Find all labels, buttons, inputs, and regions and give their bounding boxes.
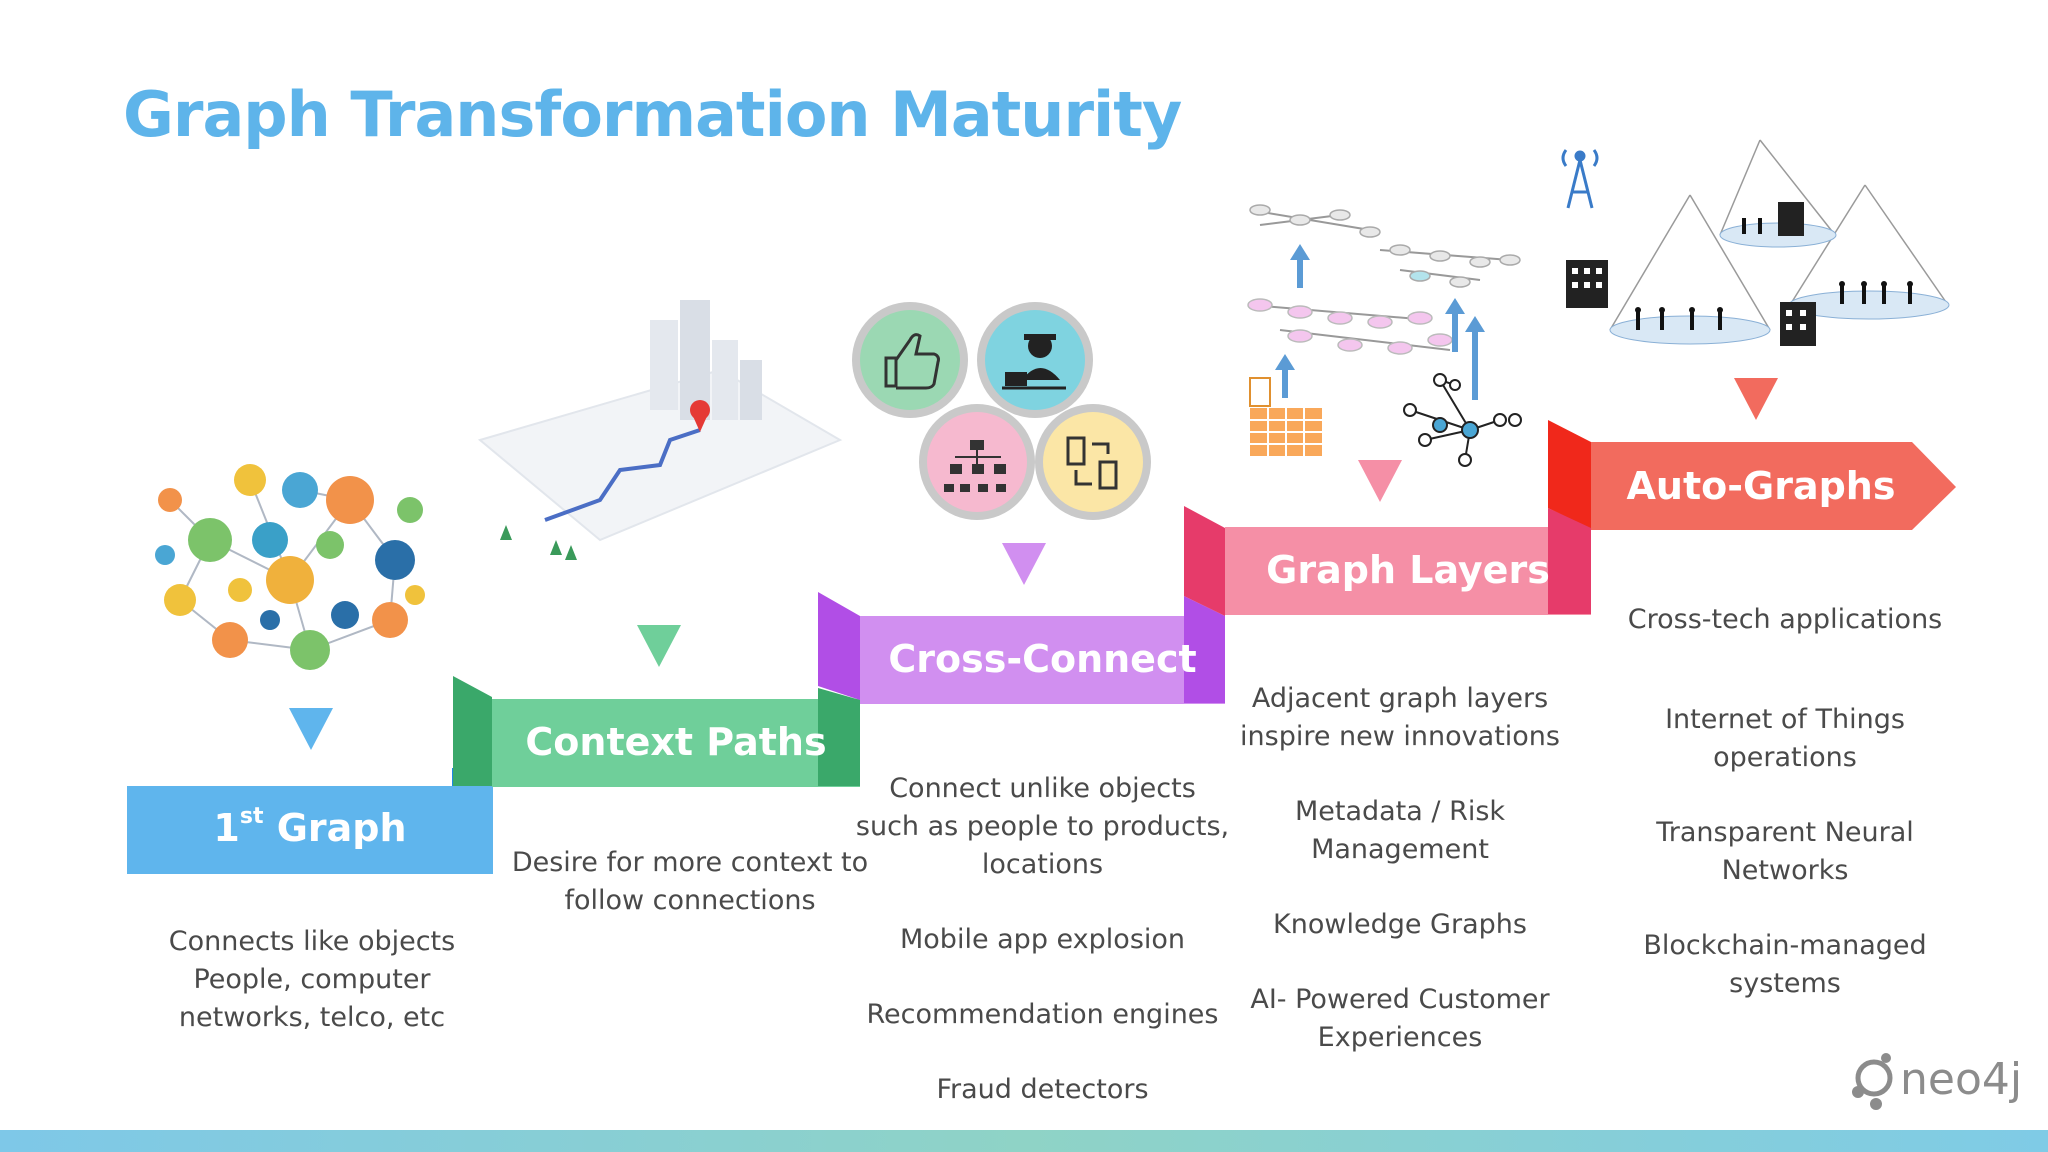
step-4-fold: [1184, 506, 1225, 616]
step-2-fold: [453, 676, 492, 786]
step-3-label: Cross-Connect: [888, 637, 1197, 681]
description-item: Fraud detectors: [936, 1074, 1149, 1105]
documents-icon: [1066, 436, 1118, 490]
spreadsheet-icon: [1249, 377, 1322, 456]
step-2-pointer: [637, 625, 681, 667]
step-5-fold: [1548, 420, 1591, 528]
step-2-fold-right: [818, 688, 860, 786]
page-title: Graph Transformation Maturity: [123, 78, 1182, 151]
description-item: Mobile app explosion: [899, 924, 1186, 955]
cross-connect-icons: [852, 302, 1151, 520]
description-item: Metadata / Risk Management: [1294, 796, 1506, 865]
step-1-band: [127, 786, 493, 874]
step-1-description: Connects like objects People, computer n…: [147, 923, 477, 1074]
iot-cones-icon: [1561, 139, 1950, 346]
step-3-band: [860, 616, 1225, 704]
step-2-label: Context Paths: [525, 720, 827, 764]
step-3-pointer: [1002, 543, 1046, 585]
description-item: Desire for more context to follow connec…: [511, 847, 869, 916]
description-item: Transparent Neural Networks: [1656, 817, 1914, 886]
step-5-description: Cross-tech applications Internet of Thin…: [1605, 601, 1965, 1040]
neo4j-logo: [1852, 1053, 1893, 1110]
step-5-pointer: [1734, 378, 1778, 420]
description-item: Connects like objects People, computer n…: [168, 926, 456, 1033]
description-item: Internet of Things operations: [1665, 704, 1905, 773]
network-people-icon: [155, 464, 425, 670]
step-4-description: Adjacent graph layers inspire new innova…: [1220, 680, 1580, 1094]
description-item: Recommendation engines: [866, 999, 1219, 1030]
step-3-description: Connect unlike objects such as people to…: [855, 770, 1230, 1146]
step-4-fold-right: [1548, 508, 1591, 614]
step-3-fold-right: [1184, 596, 1225, 703]
step-1-pointer: [289, 708, 333, 750]
step-3-fold: [818, 592, 860, 700]
step-2-band: [492, 699, 860, 787]
bottom-accent-bar: [0, 1130, 2048, 1152]
description-item: Connect unlike objects such as people to…: [855, 773, 1230, 880]
neo4j-logo-text: neo4j: [1900, 1054, 2023, 1105]
description-item: Adjacent graph layers inspire new innova…: [1240, 683, 1560, 752]
org-chart-icon: [944, 440, 1006, 492]
description-item: Cross-tech applications: [1627, 604, 1943, 635]
step-4-label: Graph Layers: [1266, 548, 1550, 592]
hacker-icon: [1002, 334, 1066, 390]
description-item: Knowledge Graphs: [1273, 909, 1527, 940]
step-4-band: [1225, 527, 1591, 615]
description-item: AI- Powered Customer Experiences: [1250, 984, 1550, 1053]
city-map-path-icon: [477, 300, 843, 560]
step-1-label: 1st Graph: [213, 804, 407, 850]
description-item: Blockchain-managed systems: [1643, 930, 1927, 999]
step-4-pointer: [1358, 460, 1402, 502]
thumbs-up-icon: [884, 333, 940, 390]
step-5-label: Auto-Graphs: [1626, 464, 1896, 508]
graph-layers-icon: [1247, 204, 1522, 467]
step-5-band: [1591, 442, 1956, 530]
step-2-description: Desire for more context to follow connec…: [505, 844, 875, 957]
cell-tower-icon: [1561, 149, 1599, 209]
